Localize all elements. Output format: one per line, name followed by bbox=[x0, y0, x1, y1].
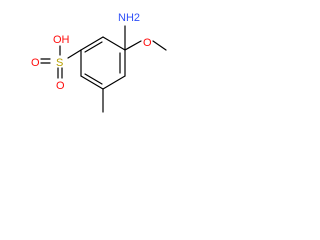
sulfonic-oh-label: OH bbox=[53, 34, 70, 46]
sulfonyl-oxygen-bottom-label: O bbox=[56, 80, 65, 92]
sulfonyl-oxygen-left-label: O bbox=[31, 57, 40, 69]
ring-bond-bottom-right bbox=[102, 75, 126, 90]
bond-ring-to-sulfur bbox=[67, 49, 82, 59]
ring-bond-inner-top-left bbox=[84, 41, 103, 53]
ring-bond-top-left bbox=[80, 36, 104, 51]
amino-label: NH2 bbox=[118, 12, 140, 24]
ring-bond-top-right bbox=[102, 36, 126, 51]
ring-bond-bottom-left bbox=[80, 75, 104, 90]
bond-ring-to-methoxy-o bbox=[124, 40, 142, 51]
bond-methoxy-o-to-methyl bbox=[152, 40, 167, 51]
methoxy-oxygen-label: O bbox=[143, 37, 152, 49]
benzene-ring bbox=[80, 36, 126, 90]
chemical-structure: OH S O O NH2 O bbox=[31, 12, 167, 113]
ring-bond-inner-bottom-left bbox=[84, 73, 103, 85]
sulfur-label: S bbox=[56, 57, 63, 69]
